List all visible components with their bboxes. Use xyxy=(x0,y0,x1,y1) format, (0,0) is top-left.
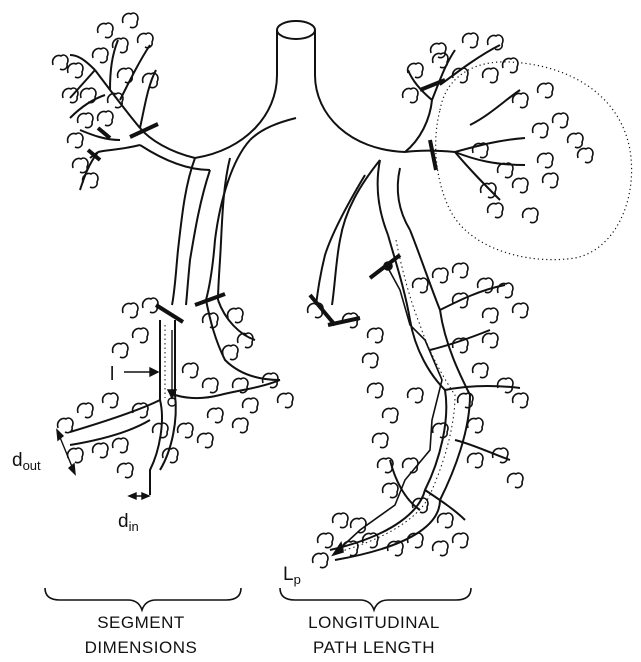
caption-left-line1: SEGMENT xyxy=(97,613,185,632)
inner-diameter-label: din xyxy=(118,511,139,534)
outer-diameter-symbol: d xyxy=(12,450,23,471)
path-length-symbol: L xyxy=(283,564,294,585)
right-brace xyxy=(280,588,471,610)
path-length-label: Lp xyxy=(283,564,301,587)
segment-length-label: l xyxy=(110,364,114,385)
outer-diameter-subscript: out xyxy=(23,458,41,473)
path-length-subscript: p xyxy=(294,572,301,587)
inner-diameter-marker xyxy=(129,493,149,499)
outer-diameter-label: dout xyxy=(12,450,41,473)
right-bronchial-tree xyxy=(316,45,525,560)
inner-diameter-symbol: d xyxy=(118,511,129,532)
outer-diameter-marker xyxy=(57,430,75,474)
lobe-outline-dotted xyxy=(436,62,632,260)
trachea xyxy=(195,21,405,158)
left-lower-segment xyxy=(70,300,280,495)
caption-left-line2: DIMENSIONS xyxy=(85,638,198,657)
caption-right-line2: PATH LENGTH xyxy=(313,638,435,657)
caption-right-line1: LONGITUDINAL xyxy=(308,613,440,632)
inner-diameter-subscript: in xyxy=(129,519,139,534)
left-bronchial-tree xyxy=(70,40,250,305)
left-brace xyxy=(45,588,241,610)
segment-length-pointer xyxy=(124,330,176,406)
